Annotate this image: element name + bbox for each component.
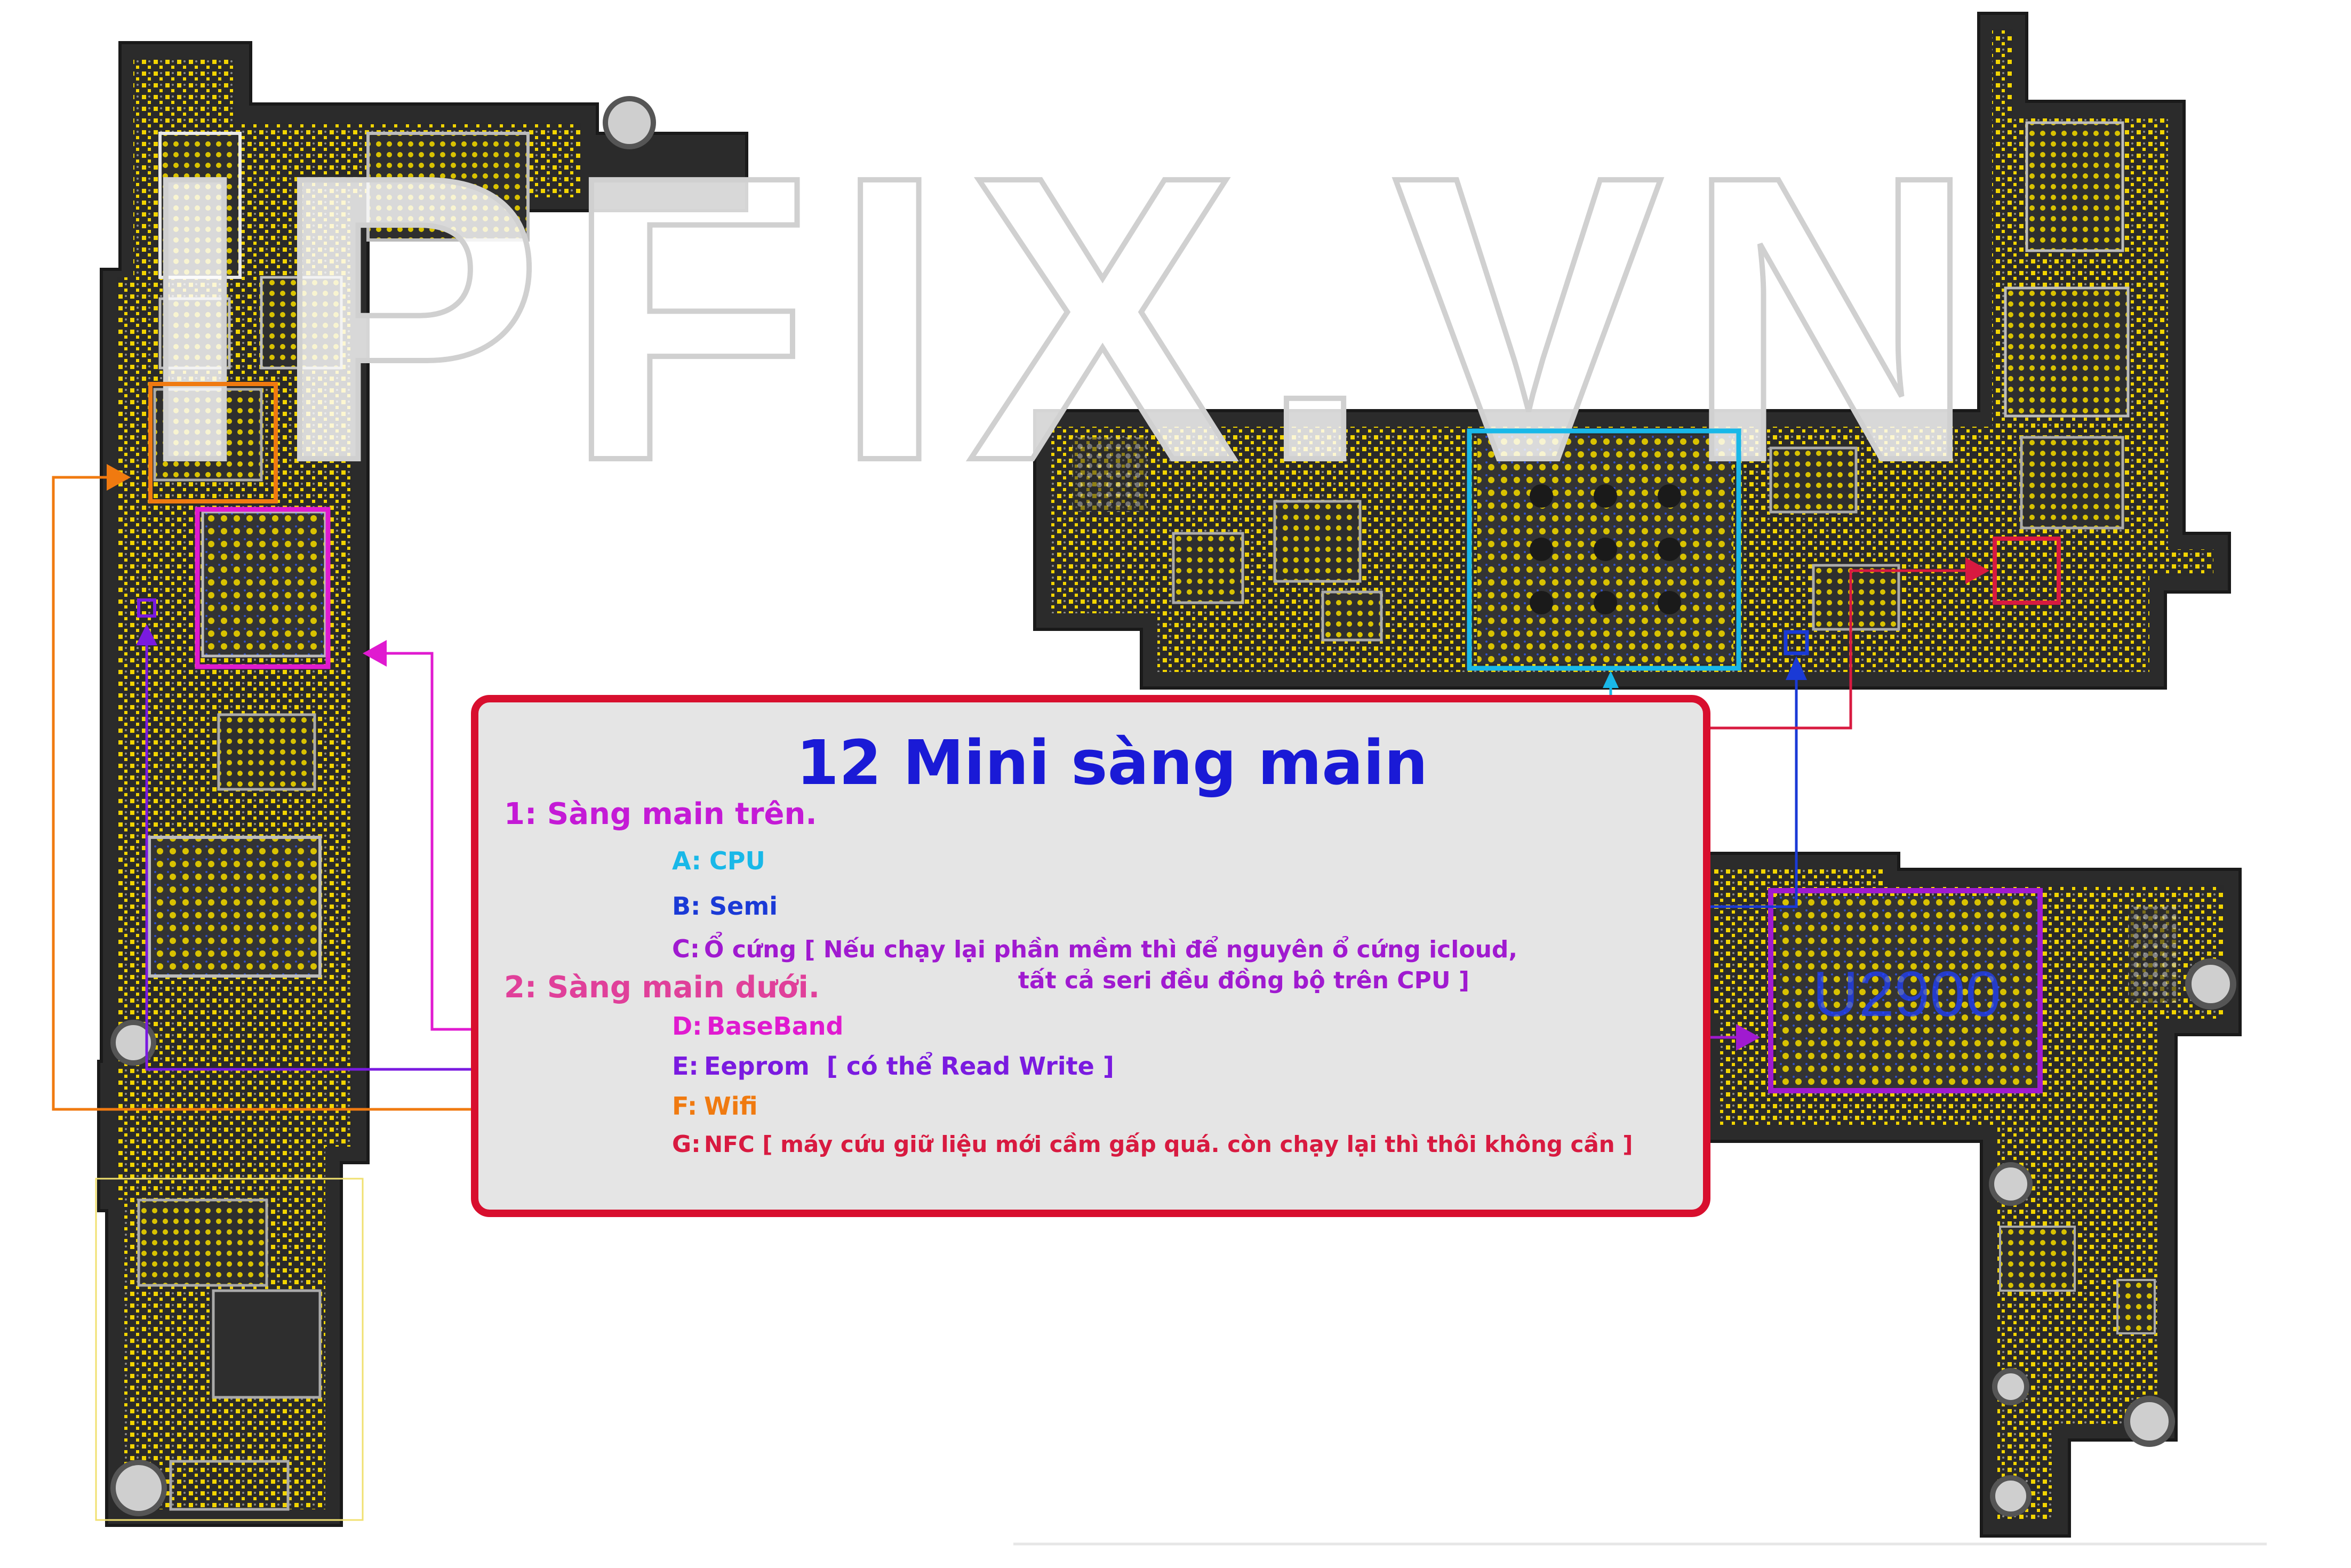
left-board (95, 41, 748, 1527)
item-d-key: D: (672, 1012, 702, 1041)
chip-label-u2900: U2900 (1812, 958, 2001, 1030)
item-g-text: NFC [ máy cứu giữ liệu mới cầm gấp quá. … (704, 1131, 1633, 1157)
highlight-storage (1768, 888, 2043, 1093)
item-b-key: B: (672, 892, 700, 921)
info-panel: 12 Mini sàng main 1: Sàng main trên. A: … (471, 695, 1710, 1217)
highlight-eeprom (137, 598, 156, 618)
item-b-text: Semi (709, 892, 778, 921)
highlight-baseband (195, 507, 331, 669)
highlight-cpu (1467, 428, 1741, 671)
item-f-key: F: (672, 1092, 697, 1121)
item-e-text: Eeprom [ có thể Read Write ] (704, 1052, 1114, 1081)
panel-title: 12 Mini sàng main (796, 727, 1428, 799)
highlight-boxes (137, 382, 2061, 1093)
item-g-key: G: (672, 1131, 701, 1158)
top-right-board (1033, 12, 2231, 690)
section-bottom-heading: 2: Sàng main dưới. (504, 970, 820, 1005)
item-a-key: A: (672, 846, 701, 875)
item-c-key: C: (672, 934, 700, 963)
watermark-text: IPFIX.VN (139, 92, 1998, 545)
item-c-text-line2: tất cả seri đều đồng bộ trên CPU ] (1018, 967, 1469, 994)
item-e-key: E: (672, 1052, 699, 1081)
highlight-wifi (148, 382, 278, 503)
section-top-heading: 1: Sàng main trên. (504, 797, 817, 831)
item-a-text: CPU (709, 846, 765, 875)
item-c-text: Ổ cứng [ Nếu chạy lại phần mềm thì để ng… (704, 931, 1517, 963)
item-d-text: BaseBand (707, 1012, 843, 1041)
highlight-nfc (1993, 537, 2061, 605)
item-f-text: Wifi (704, 1092, 758, 1121)
highlight-semi (1784, 630, 1809, 655)
bottom-right-board: U2900 (1694, 852, 2242, 1538)
